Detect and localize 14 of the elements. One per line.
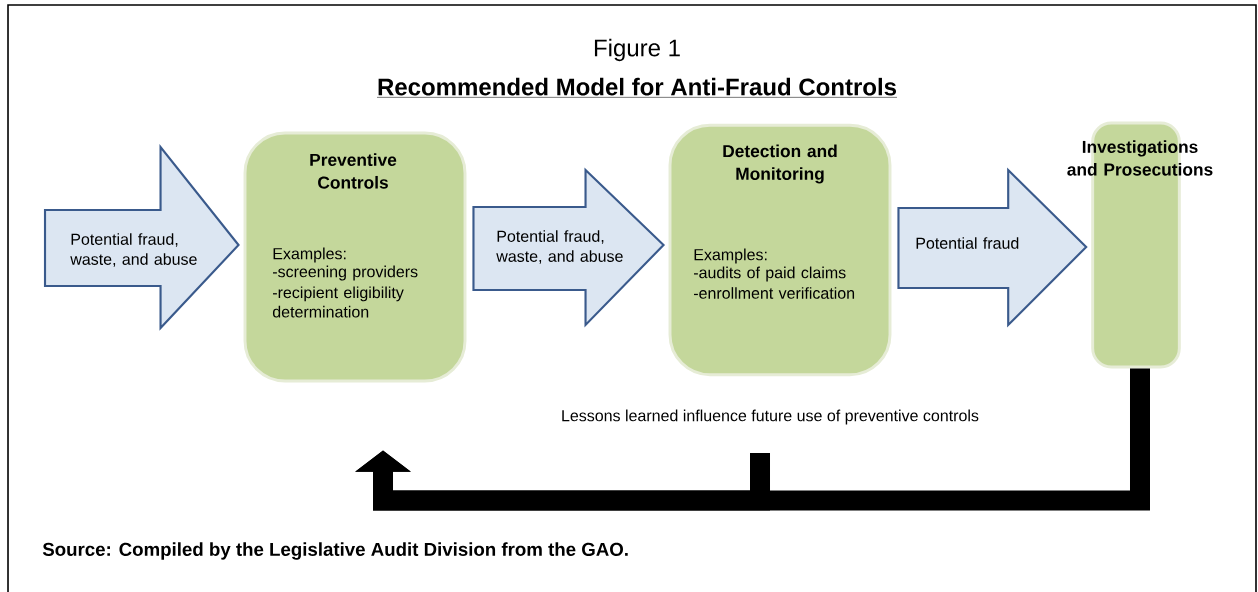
figure-number: Figure 1: [594, 38, 680, 62]
note-text: Lessons learned influence future use of preventive controls: [562, 409, 979, 425]
title: Recommended Model for Anti-Fraud Controls: [376, 77, 898, 98]
process-box: Investigations and Prosecutions: [1067, 121, 1213, 369]
feedback-arrow: [355, 368, 1150, 511]
process-box: Detection and Monitoring Examples: -audits of paid claims -enrollment verification: [668, 123, 892, 377]
block-arrow: [897, 167, 1088, 328]
caption: Source: Compiled by the Legislative Audit Division from the GAO.: [42, 542, 628, 560]
process-box: Preventive Controls Examples: -screening providers -recipient eligibility determination: [243, 131, 467, 383]
edge-label: Potential fraud, waste, and abuse: [70, 233, 197, 267]
edge-label: Potential fraud, waste, and abuse: [496, 230, 623, 264]
block-arrow: [43, 143, 240, 331]
block-arrow: [472, 167, 666, 328]
edge-label: Potential fraud: [916, 237, 1019, 249]
